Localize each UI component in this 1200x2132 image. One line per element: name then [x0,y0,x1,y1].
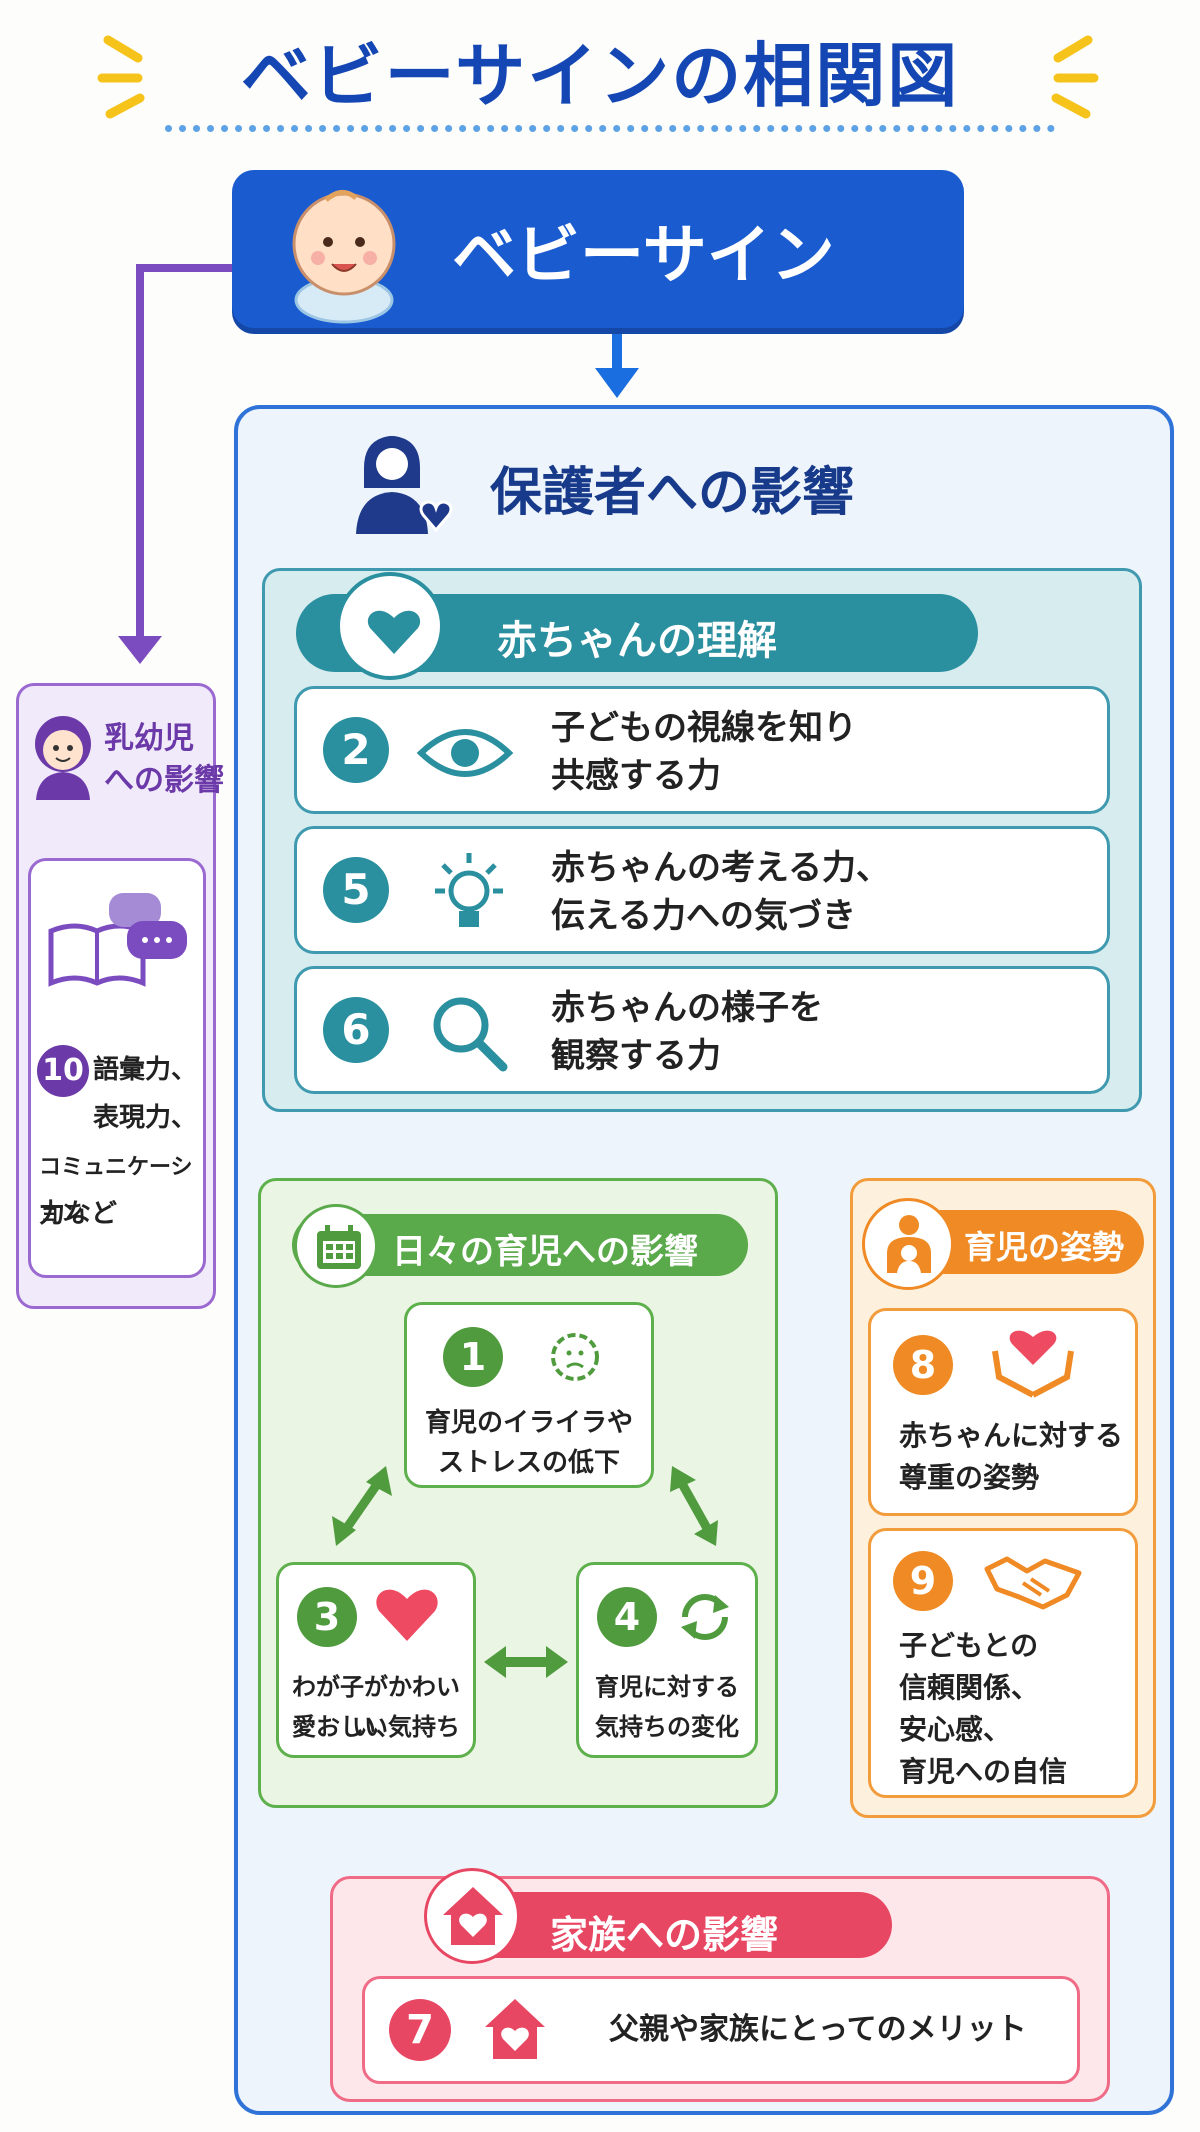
stress-flower-icon [551,1333,599,1381]
number-badge: 8 [893,1335,953,1395]
family-title: 家族への影響 [549,1913,778,1957]
infant-text-line4: 力など [39,1199,118,1229]
attitude-badge [862,1198,954,1290]
page-title: ベビーサインの相関図 [240,35,960,117]
infant-card: 10 語彙力、 表現力、 コミュニケーション 力など [28,858,206,1278]
lightbulb-icon [435,853,503,927]
daily-calendar-badge [294,1204,378,1288]
infant-title-line2: への影響 [104,763,224,798]
baby-sign-label: ベビーサイン [452,219,835,293]
card-text-line1: 赤ちゃんの様子を [551,988,823,1028]
card-text-line1: 育児に対する [595,1673,739,1701]
number-badge: 5 [323,857,389,923]
card-text-line1: 育児のイライラや [424,1408,633,1438]
understanding-card: 6 赤ちゃんの様子を 観察する力 [294,966,1110,1094]
mother-heart-icon [356,436,453,534]
sparkle-left-svg [97,35,145,119]
card-text-line1: 子どもの視線を知り [551,708,857,748]
understanding-heart-badge [336,572,444,680]
house-heart-icon [485,1999,545,2059]
card-text-line2: 愛おしい気持ち [292,1713,460,1741]
infant-title-line1: 乳幼児 [104,721,194,756]
daily-card-love: 3 わが子がかわいい、 愛おしい気持ち [276,1562,476,1758]
card-text-line2: ストレスの低下 [437,1448,620,1478]
infant-text-line3: コミュニケーション [39,1155,193,1226]
card-text-line2: 気持ちの変化 [595,1713,739,1741]
guardian-title: 保護者への影響 [490,463,855,523]
daily-title: 日々の育児への影響 [392,1232,698,1272]
refresh-icon [681,1594,729,1640]
parent-child-icon [887,1215,931,1273]
card-text-line2: 伝える力への気づき [551,896,856,936]
card-text-line1: わが子がかわいい、 [292,1673,460,1741]
house-heart-icon [443,1887,503,1945]
eye-icon [416,729,514,777]
baby-sign-node: ベビーサイン [232,170,964,328]
calendar-icon [317,1225,361,1269]
attitude-card-respect: 8 赤ちゃんに対する 尊重の姿勢 [868,1308,1138,1516]
infant-text-line1: 語彙力、 [93,1055,198,1085]
sparkle-right-svg [1051,35,1099,119]
child-icon [35,716,91,800]
heart-icon [367,610,421,654]
daily-card-change: 4 育児に対する 気持ちの変化 [576,1562,758,1758]
card-text-line2: 信頼関係、 [899,1671,1040,1704]
title-divider [165,125,1055,133]
card-text-line2: 観察する力 [551,1036,721,1076]
card-text-line1: 赤ちゃんの考える力、 [551,848,890,888]
card-text-line4: 育児への自信 [899,1755,1068,1788]
number-badge: 3 [297,1587,357,1647]
understanding-card: 2 子どもの視線を知り 共感する力 [294,686,1110,814]
card-text-line2: 共感する力 [551,756,721,796]
card-text-line1: 赤ちゃんに対する [899,1419,1124,1452]
family-text: 父親や家族にとってのメリット [609,2012,1027,2047]
understanding-title: 赤ちゃんの理解 [497,618,777,664]
baby-icon [292,190,396,324]
attitude-title: 育児の姿勢 [964,1228,1125,1266]
card-text-line3: 安心感、 [899,1713,1012,1746]
understanding-card: 5 赤ちゃんの考える力、 伝える力への気づき [294,826,1110,954]
heart-icon [376,1589,438,1641]
card-text-line2: 尊重の姿勢 [899,1461,1040,1494]
number-badge: 7 [389,1999,451,2061]
number-badge: 4 [597,1587,657,1647]
infant-text-line2: 表現力、 [93,1103,198,1133]
number-badge: 9 [893,1551,953,1611]
number-badge: 10 [37,1045,89,1097]
hands-heart-icon [992,1330,1074,1398]
handshake-icon [984,1556,1082,1610]
number-badge: 1 [443,1327,503,1387]
number-badge: 6 [323,997,389,1063]
daily-card-stress: 1 育児のイライラや ストレスの低下 [404,1302,654,1488]
family-card: 7 父親や家族にとってのメリット [362,1976,1080,2084]
magnifier-icon [433,997,508,1072]
family-badge [424,1868,520,1964]
attitude-card-trust: 9 子どもとの 信頼関係、 安心感、 育児への自信 [868,1528,1138,1798]
number-badge: 2 [323,717,389,783]
card-text-line1: 子どもとの [899,1629,1039,1662]
book-chat-icon [48,893,187,987]
